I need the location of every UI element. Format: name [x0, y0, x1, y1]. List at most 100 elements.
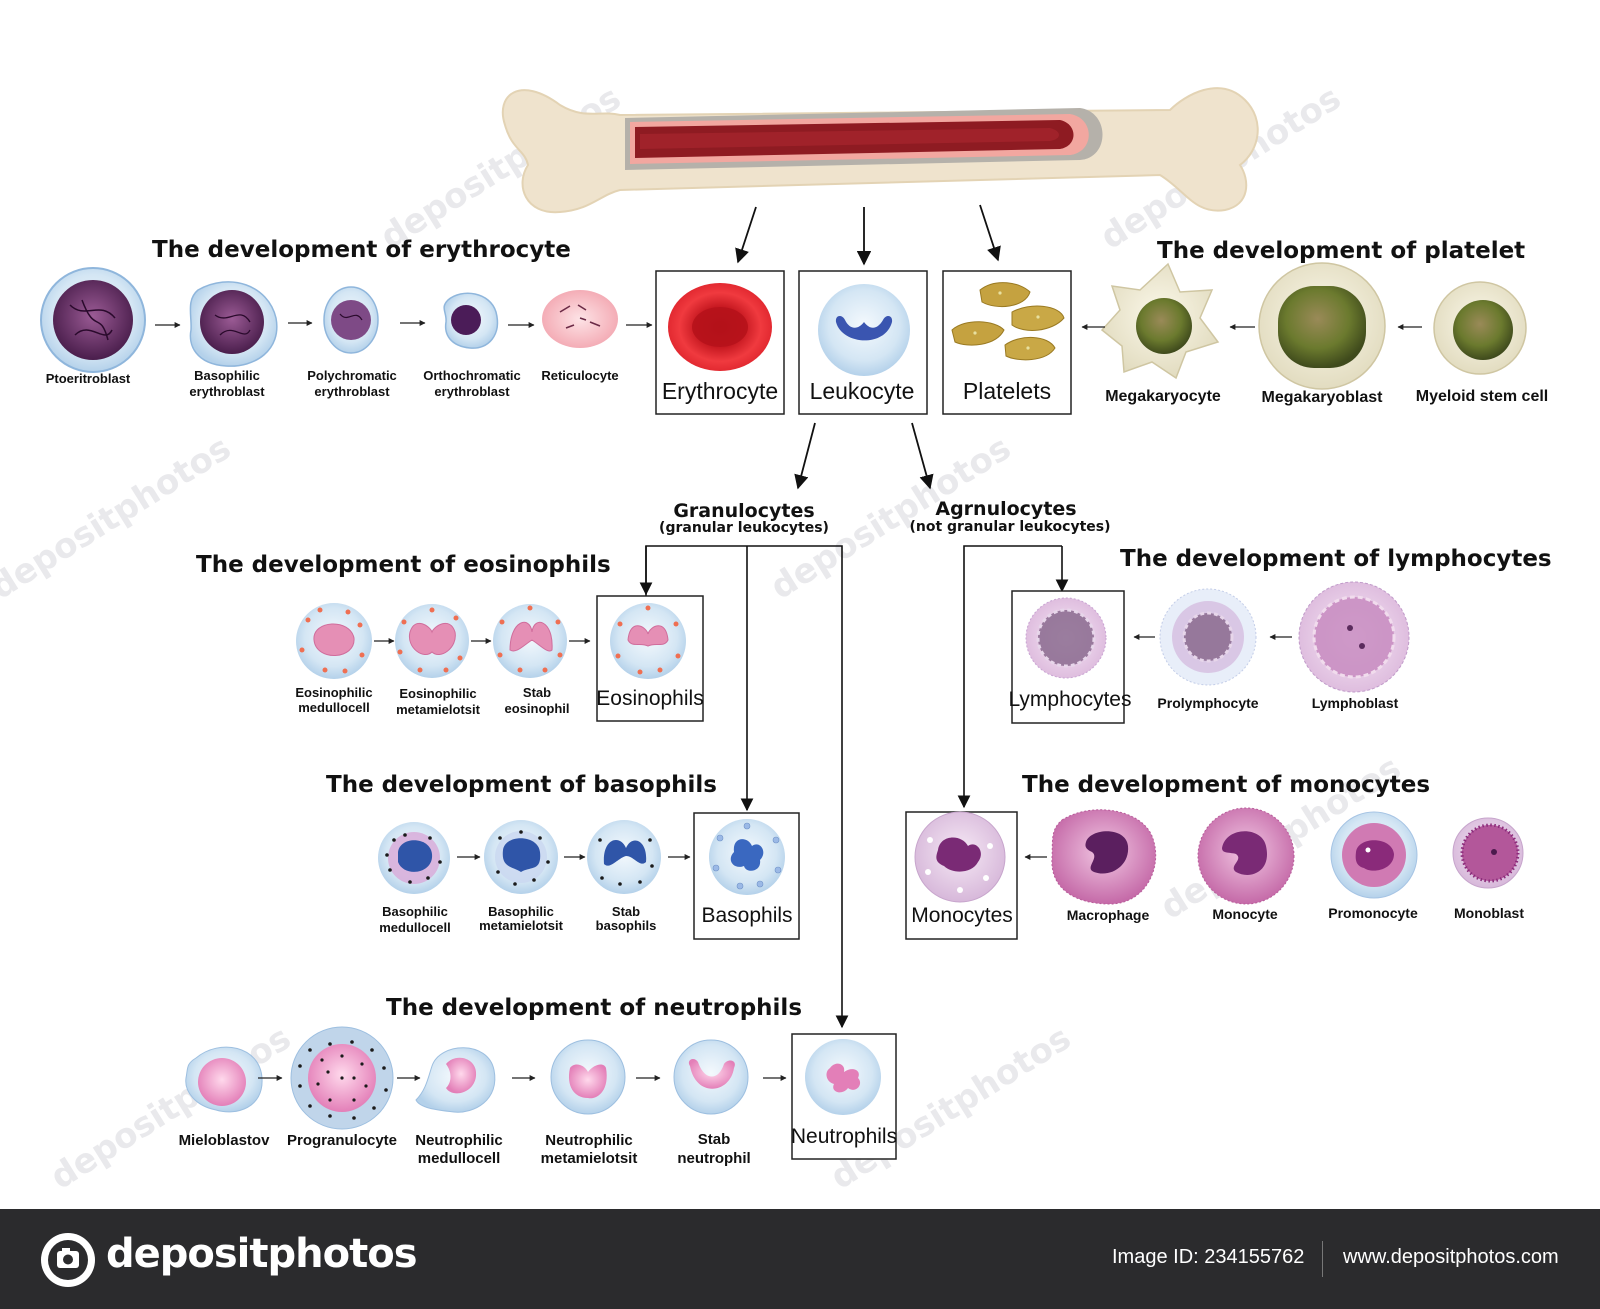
box-label: Monocytes	[911, 904, 1013, 927]
stab-eosinophil-cell	[493, 604, 567, 678]
granulocyte-connectors	[639, 545, 849, 1029]
image-id-label: Image ID: 234155762	[1112, 1246, 1305, 1268]
agranulocytes-label: Agrnulocytes	[935, 498, 1076, 520]
neutrophils-section-title: The development of neutrophils	[386, 995, 802, 1021]
prolymphocyte-cell	[1159, 588, 1257, 686]
box-label: Erythrocyte	[662, 378, 778, 404]
eosinophils-box: Eosinophils	[596, 595, 704, 722]
stage-label: Reticulocyte	[541, 368, 618, 383]
macrophage-cell	[1051, 809, 1157, 905]
megakaryoblast-cell	[1258, 262, 1386, 390]
monocyte-development-row: Macrophage Monocyte Promonocyte Monoblas…	[1024, 807, 1524, 923]
box-label: Leukocyte	[810, 378, 915, 404]
basophilic-erythroblast-cell	[189, 281, 278, 367]
erythrocyte-box: Erythrocyte	[655, 270, 785, 415]
lymphocytes-section-title: The development of lymphocytes	[1120, 546, 1552, 572]
basophils-section-title: The development of basophils	[326, 772, 717, 798]
lymphoblast-cell	[1298, 581, 1410, 693]
myeloid-stem-cell	[1433, 281, 1527, 375]
stage-label: Promonocyte	[1328, 905, 1418, 921]
agranulocyte-connectors	[957, 545, 1069, 809]
stage-label: Mieloblastov	[179, 1132, 271, 1149]
eosinophilic-metamielotsit-cell	[395, 604, 469, 678]
polychromatic-erythroblast-cell	[323, 286, 379, 354]
basophils-box: Basophils	[693, 812, 800, 940]
monocytes-box: Monocytes	[905, 811, 1018, 940]
stage-label: Lymphoblast	[1312, 695, 1399, 711]
camera-logo-icon	[41, 1233, 95, 1287]
orthochromatic-erythroblast-cell	[443, 292, 499, 349]
granulocytes-label: Granulocytes	[673, 500, 814, 522]
monoblast-cell	[1452, 817, 1524, 889]
erythrocyte-section-title: The development of erythrocyte	[152, 237, 571, 263]
neutrophilic-metamielotsit-cell	[550, 1039, 626, 1115]
site-url-link[interactable]: www.depositphotos.com	[1343, 1246, 1559, 1268]
eosinophilic-medullocell-cell	[296, 603, 372, 679]
lymphocytes-box: Lymphocytes	[1009, 590, 1132, 724]
reticulocyte-cell	[542, 290, 618, 348]
leukocyte-box: Leukocyte	[798, 270, 928, 415]
stab-neutrophil-cell	[673, 1039, 749, 1115]
granulocytes-note: (granular leukocytes)	[659, 520, 829, 536]
stage-label: Monoblast	[1454, 905, 1524, 921]
stage-label: Ptoeritroblast	[46, 371, 131, 386]
box-label: Eosinophils	[596, 687, 703, 710]
monocytes-section-title: The development of monocytes	[1022, 772, 1430, 798]
neutrophils-box: Neutrophils	[791, 1033, 897, 1160]
megakaryocyte-cell	[1100, 262, 1220, 380]
watermark: depositphotos	[0, 428, 238, 608]
platelet-section-title: The development of platelet	[1157, 238, 1525, 264]
agranulocytes-group-label: Agrnulocytes (not granular leukocytes)	[909, 498, 1110, 535]
footer-bar: depositphotos Image ID: 234155762 www.de…	[0, 1209, 1600, 1309]
hematopoiesis-diagram: depositphotos depositphotos depositphoto…	[0, 78, 1552, 1198]
agranulocytes-note: (not granular leukocytes)	[909, 519, 1110, 535]
neutrophil-development-row: Mieloblastov Progranulocyte Neutrophilic…	[179, 1026, 787, 1167]
erythrocyte-arrows	[155, 320, 653, 328]
brand-logo-text: depositphotos	[106, 1231, 418, 1277]
stage-label: Myeloid stem cell	[1416, 388, 1549, 405]
box-label: Basophils	[701, 904, 792, 927]
platelets-box: Platelets	[942, 270, 1072, 415]
stage-label: Megakaryocyte	[1105, 388, 1221, 405]
basophilic-medullocell-cell	[378, 822, 450, 894]
stage-label: Monocyte	[1212, 906, 1278, 922]
box-label: Lymphocytes	[1009, 688, 1132, 711]
eosinophils-section-title: The development of eosinophils	[196, 552, 611, 578]
ptoeritroblast-cell	[40, 267, 146, 373]
promonocyte-cell	[1330, 811, 1418, 899]
footer-divider	[1322, 1241, 1323, 1277]
progranulocyte-cell	[290, 1026, 394, 1130]
stage-label: Progranulocyte	[287, 1132, 397, 1149]
lymphocyte-development-row: Prolymphocyte Lymphoblast	[1133, 581, 1410, 711]
stage-label: Macrophage	[1067, 907, 1150, 923]
monocyte-stage-cell	[1197, 807, 1295, 905]
platelet-development-row: Megakaryocyte Megakaryoblast Myeloid ste…	[1081, 262, 1549, 406]
stab-basophils-cell	[587, 820, 661, 894]
box-label: Platelets	[963, 378, 1051, 404]
box-label: Neutrophils	[791, 1125, 897, 1148]
granulocytes-group-label: Granulocytes (granular leukocytes)	[659, 500, 829, 536]
eosinophil-granules	[299, 605, 563, 674]
stage-label: Megakaryoblast	[1262, 389, 1384, 406]
bone-illustration	[501, 87, 1259, 214]
basophil-granules	[385, 830, 654, 886]
stage-label: Prolymphocyte	[1157, 695, 1258, 711]
mieloblastov-cell	[185, 1046, 263, 1113]
neutrophilic-medullocell-cell	[415, 1047, 496, 1113]
